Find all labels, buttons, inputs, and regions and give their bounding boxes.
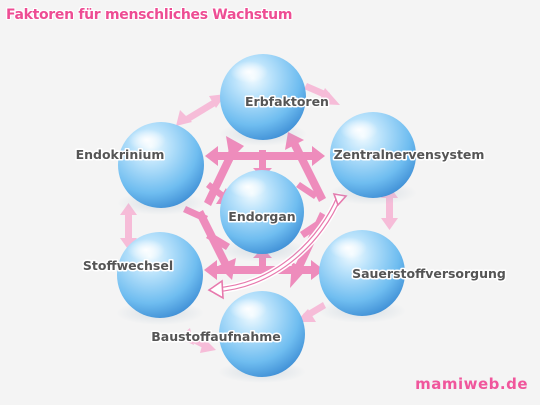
arrow-bottom-to-lower-left [178,328,216,353]
brand-logo: mamiweb.de [415,375,528,393]
sphere-lower-left [116,232,204,325]
node-label-bottom: Baustoffaufnahme [151,329,281,344]
arrow-upper-left-to-top [176,94,226,126]
sphere-center [218,170,306,262]
diagram-title: Faktoren für menschliches Wachstum [6,7,293,23]
sphere-bottom [218,291,306,383]
spoke-right [296,182,322,238]
node-label-lower-left: Stoffwechsel [83,258,173,273]
arrow-top-to-upper-right [304,83,340,105]
node-label-lower-right: Sauerstoffversorgung [352,266,506,281]
sphere-upper-left [117,122,205,215]
node-label-top: Erbfaktoren [245,94,329,109]
node-label-upper-left: Endokrinium [76,147,165,162]
node-label-upper-right: Zentralnervensystem [334,147,485,162]
sphere-lower-right [318,230,406,323]
node-label-center: Endorgan [228,209,295,224]
sphere-upper-right [329,112,417,205]
sphere-top [219,54,307,146]
